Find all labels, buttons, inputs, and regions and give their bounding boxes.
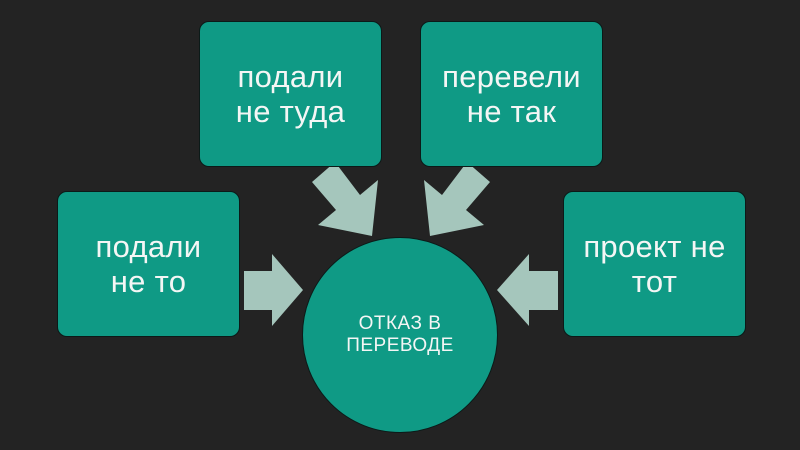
- cause-box-wrong-translation: перевели не так: [420, 21, 603, 167]
- cause-text-line: тот: [631, 264, 678, 299]
- cause-text-line: подали: [237, 59, 344, 94]
- cause-text-line: не туда: [235, 94, 346, 129]
- cause-text-line: проект не: [583, 229, 726, 264]
- arrow-top-right: [424, 162, 490, 236]
- cause-text-line: не то: [110, 264, 187, 299]
- cause-text-line: не так: [466, 94, 557, 129]
- arrow-left: [244, 254, 303, 326]
- cause-box-wrong-document: подали не то: [57, 191, 240, 337]
- cause-text-line: подали: [95, 229, 202, 264]
- center-text-line: ОТКАЗ В: [358, 313, 442, 334]
- cause-box-wrong-place: подали не туда: [199, 21, 382, 167]
- arrow-right: [497, 254, 558, 326]
- arrow-top-left: [312, 162, 378, 236]
- center-text-line: ПЕРЕВОДЕ: [346, 335, 454, 356]
- center-circle-refusal: ОТКАЗ В ПЕРЕВОДЕ: [302, 237, 498, 433]
- cause-box-wrong-project: проект не тот: [563, 191, 746, 337]
- cause-text-line: перевели: [442, 59, 581, 94]
